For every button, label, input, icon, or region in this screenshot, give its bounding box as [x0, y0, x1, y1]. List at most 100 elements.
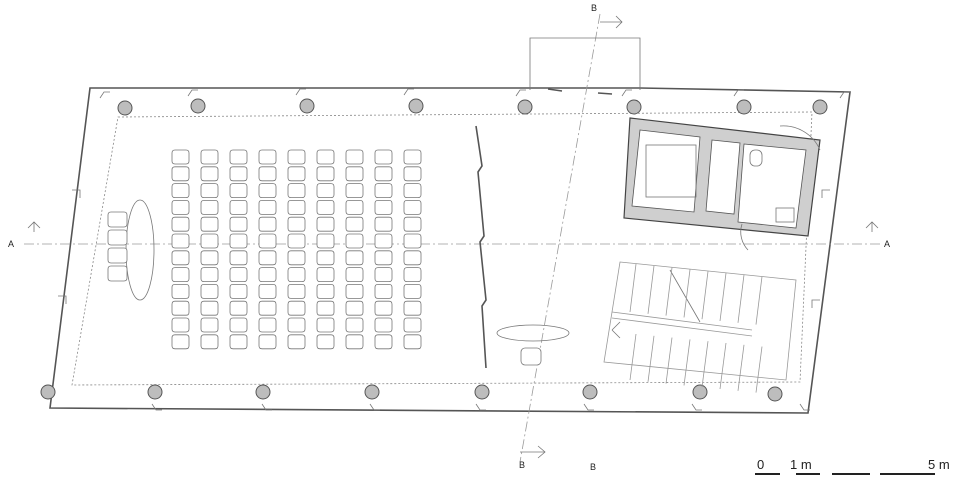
section-a-label-right: A	[884, 239, 890, 249]
seat	[229, 149, 248, 165]
seat	[345, 250, 364, 266]
seat	[374, 250, 393, 266]
seat	[287, 183, 306, 198]
seat	[258, 267, 277, 282]
seat	[287, 300, 306, 316]
seat	[403, 233, 422, 249]
seat	[258, 216, 277, 232]
column	[767, 386, 783, 402]
seat	[229, 183, 248, 198]
seat	[171, 166, 190, 182]
column	[190, 98, 206, 114]
seat	[374, 233, 393, 249]
presenter-table	[125, 199, 155, 301]
section-b-label-top: B	[591, 3, 597, 13]
seat	[374, 317, 393, 333]
section-a-label-left: A	[8, 239, 14, 249]
seat	[171, 334, 190, 350]
wall-fixings	[58, 88, 850, 411]
seat	[200, 284, 219, 299]
seat	[229, 334, 248, 350]
seat	[287, 250, 306, 266]
seat	[287, 200, 306, 215]
ceiling-outline	[71, 111, 813, 386]
presenter-seat	[107, 211, 128, 228]
seat	[316, 317, 335, 333]
seat	[200, 216, 219, 232]
presenter-seats	[107, 211, 128, 282]
presenter-seat	[107, 247, 128, 264]
seat	[258, 300, 277, 316]
seat	[229, 317, 248, 333]
seat	[345, 300, 364, 316]
seat	[374, 284, 393, 299]
seat	[258, 233, 277, 249]
seat	[403, 183, 422, 198]
seat	[171, 284, 190, 299]
column	[736, 99, 752, 115]
seat	[287, 334, 306, 350]
seat	[374, 149, 393, 165]
seat	[374, 267, 393, 282]
seat	[258, 334, 277, 350]
column	[582, 384, 598, 400]
seat	[258, 183, 277, 198]
round-table	[496, 324, 570, 342]
seat	[403, 149, 422, 165]
seat	[316, 149, 335, 165]
seat	[171, 200, 190, 215]
seat	[171, 183, 190, 198]
armchair	[520, 347, 542, 366]
seat	[316, 166, 335, 182]
seat	[287, 317, 306, 333]
seat	[200, 267, 219, 282]
seat	[316, 334, 335, 350]
seat	[316, 183, 335, 198]
seat	[374, 166, 393, 182]
seat	[403, 216, 422, 232]
seat	[171, 149, 190, 165]
toilet-core	[623, 117, 821, 251]
scale-zero-label: 0	[757, 457, 764, 472]
section-b-label-bottom-left: B	[519, 460, 525, 470]
seat	[171, 250, 190, 266]
seat	[171, 300, 190, 316]
seat	[316, 233, 335, 249]
seat	[403, 284, 422, 299]
seat	[200, 334, 219, 350]
seat	[403, 200, 422, 215]
seat	[374, 334, 393, 350]
column	[626, 99, 642, 115]
seat	[229, 216, 248, 232]
seat	[171, 317, 190, 333]
seat	[345, 233, 364, 249]
presenter-seat	[107, 265, 128, 282]
seat	[403, 166, 422, 182]
projection-screen	[475, 125, 487, 369]
seat	[374, 200, 393, 215]
column	[408, 98, 424, 114]
seat	[287, 233, 306, 249]
seat	[345, 216, 364, 232]
column	[255, 384, 271, 400]
entrance-canopy	[529, 37, 641, 90]
seat	[258, 166, 277, 182]
seat	[200, 300, 219, 316]
scale-5m-label: 5 m	[928, 457, 950, 472]
column	[474, 384, 490, 400]
seat	[287, 149, 306, 165]
seat	[374, 300, 393, 316]
seat	[229, 200, 248, 215]
presenter-seat	[107, 229, 128, 246]
columns-top	[117, 98, 828, 116]
audience-seating	[171, 149, 422, 350]
seat	[345, 317, 364, 333]
seat	[258, 284, 277, 299]
seat	[316, 267, 335, 282]
column	[692, 384, 708, 400]
seat	[374, 183, 393, 198]
seat	[345, 166, 364, 182]
section-a-axis: A A	[8, 221, 890, 249]
seat	[287, 216, 306, 232]
